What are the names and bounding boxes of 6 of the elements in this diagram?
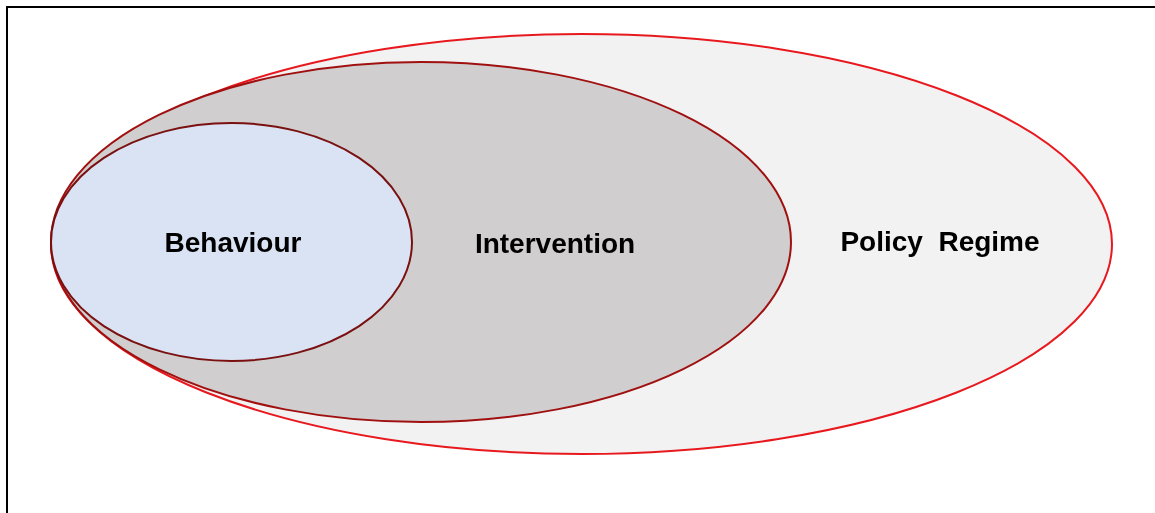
ellipse-region — [50, 61, 792, 423]
region-label: Policy Regime — [840, 226, 1040, 258]
region-label: Intervention — [474, 228, 636, 260]
region-label: Behaviour — [164, 227, 302, 259]
ellipse-region — [50, 122, 413, 362]
ellipse-region — [50, 33, 1113, 455]
